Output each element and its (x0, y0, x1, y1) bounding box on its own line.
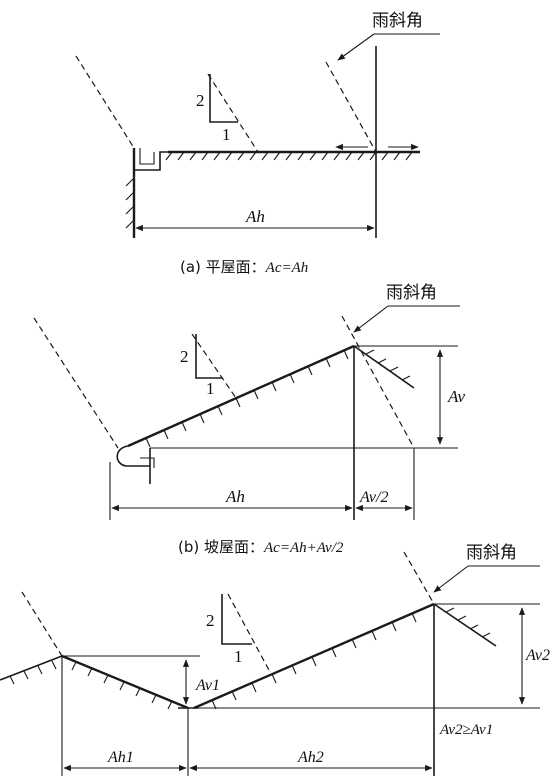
wall-hatching (125, 177, 135, 229)
slope-triangle (209, 74, 238, 123)
rain-line-c-ridge (403, 551, 435, 605)
rain-line-middle (207, 73, 259, 153)
dimension-ah1-label: Ah1 (107, 749, 134, 766)
gutter-inner (139, 148, 155, 165)
ratio-horizontal-label-c: 1 (234, 647, 243, 666)
sloped-roof-surface (127, 344, 355, 448)
caption-a-formula: Ac=Ah (265, 260, 309, 276)
valley-left-slope (61, 654, 189, 710)
ratio-horizontal-label: 1 (222, 125, 231, 144)
valley-left-hatching (71, 661, 173, 710)
rain-angle-label-a: 雨斜角 (372, 11, 423, 31)
ridge-downslope-hatching (365, 349, 411, 381)
rain-line-left (75, 55, 135, 149)
rain-line-b-ridge (341, 315, 415, 449)
rain-angle-leader-a (337, 33, 375, 61)
valley-right-hatching (211, 612, 417, 710)
rain-angle-leader-c (433, 565, 469, 593)
left-outer-hatching (9, 660, 57, 685)
valley-right-slope (193, 602, 435, 710)
sloped-roof-hatching (145, 349, 349, 448)
rain-line-c-left (21, 591, 63, 657)
parapet-gutter (133, 148, 168, 171)
dimension-av2-label: Av2 (525, 647, 550, 664)
caption-b-formula: Ac=Ah+Av/2 (263, 540, 344, 556)
dimension-av-half-label: Av/2 (359, 489, 388, 506)
eave-gutter-inner (140, 457, 155, 468)
caption-a-prefix: (a) 平屋面： (180, 258, 266, 276)
ridge-2-downslope (433, 603, 497, 647)
rain-angle-leader-b (353, 305, 389, 333)
rain-line-c-middle (227, 593, 271, 673)
rain-line-b-middle (191, 333, 237, 399)
panel-c: 2 1 Av1 Av2 Av2≥Av1 Ah1 Ah2 雨斜角 (0, 543, 550, 776)
dimension-ah-label-b: Ah (225, 487, 245, 506)
dimension-ah2-label: Ah2 (297, 749, 324, 766)
left-outer-slope (0, 655, 63, 681)
caption-b-prefix: (b) 坡屋面： (178, 538, 264, 556)
panel-a: 2 1 雨斜角 Ah (a) 平屋面：Ac=Ah (75, 11, 440, 276)
ratio-vertical-label-c: 2 (206, 611, 215, 630)
dimension-ah-label: Ah (245, 207, 265, 226)
dimension-av-label: Av (447, 387, 465, 406)
condition-label: Av2≥Av1 (439, 722, 493, 738)
slope-triangle-b (195, 334, 222, 379)
rain-angle-label-c: 雨斜角 (466, 543, 517, 563)
dimension-av1-label: Av1 (195, 677, 220, 694)
caption-b: (b) 坡屋面：Ac=Ah+Av/2 (178, 538, 344, 556)
ratio-horizontal-label-b: 1 (206, 379, 215, 398)
slope-triangle-c (221, 594, 252, 645)
caption-a: (a) 平屋面：Ac=Ah (180, 258, 308, 276)
eave-gutter (116, 445, 150, 467)
flat-roof-hatching (165, 151, 413, 161)
rain-angle-label-b: 雨斜角 (386, 283, 437, 303)
ridge-downslope (353, 345, 415, 389)
ratio-vertical-label-b: 2 (180, 347, 189, 366)
ratio-vertical-label: 2 (196, 91, 205, 110)
rain-line-b-left (33, 317, 119, 449)
ridge-2-downslope-hatching (445, 607, 491, 638)
panel-b: 2 1 Av Ah Av/2 雨斜角 (b) 坡屋面：Ac=Ah+Av/2 (33, 283, 465, 556)
rain-line-edge (325, 61, 377, 153)
